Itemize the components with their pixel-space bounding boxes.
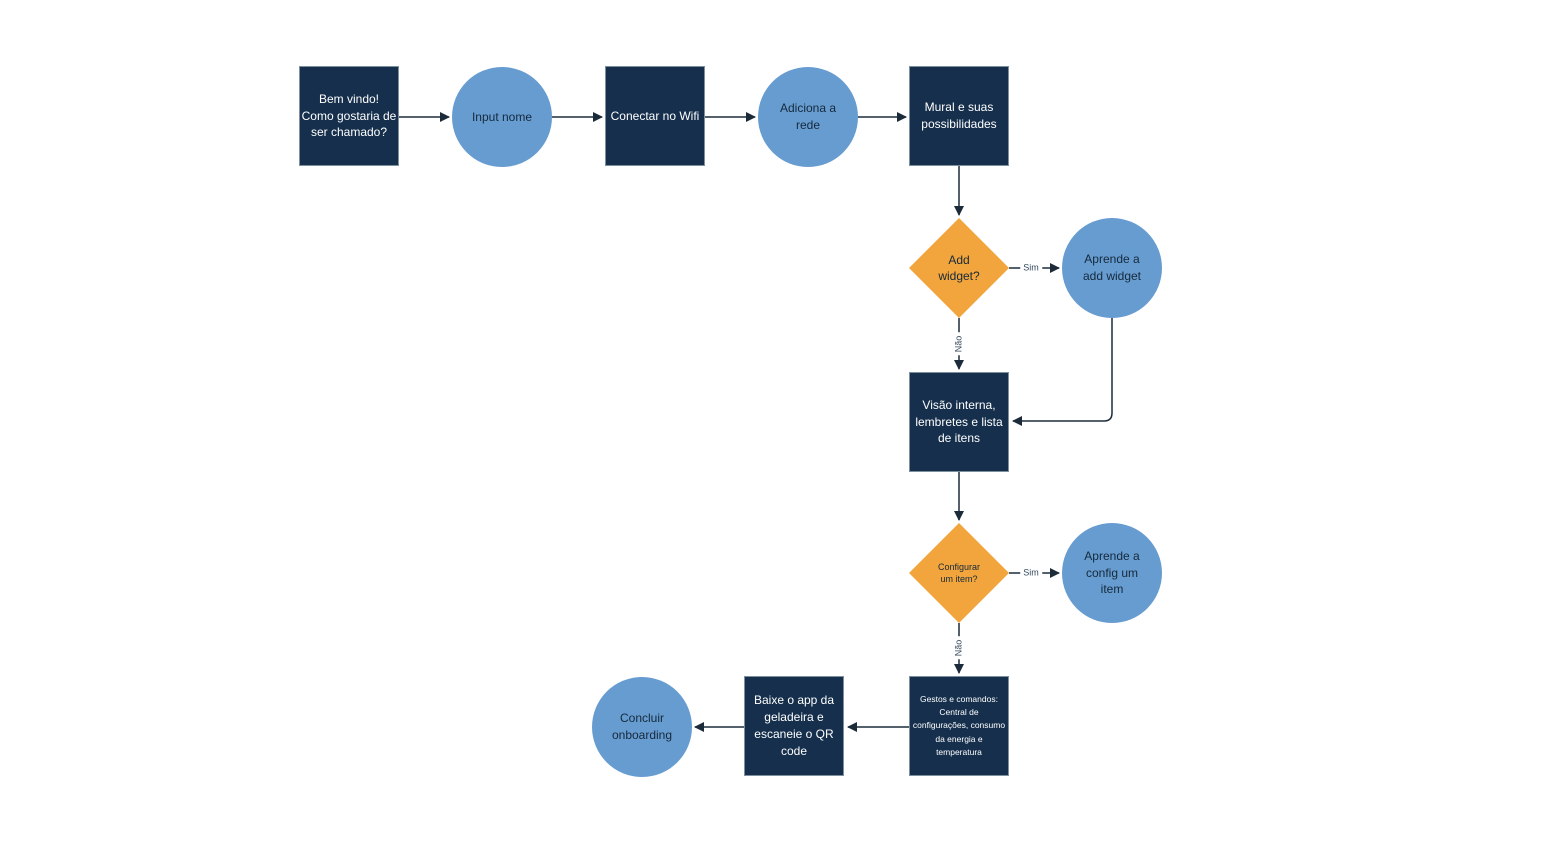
node-gestos-comandos[interactable]: Gestos e comandos: Central de configuraç… bbox=[909, 676, 1009, 776]
node-mural[interactable]: Mural e suas possibilidades bbox=[909, 66, 1009, 166]
edge-label-add-widget-sim: Sim bbox=[1020, 262, 1042, 274]
node-input-nome[interactable]: Input nome bbox=[452, 67, 552, 167]
node-visao-interna[interactable]: Visão interna, lembretes e lista de iten… bbox=[909, 372, 1009, 472]
node-concluir-onboarding[interactable]: Concluir onboarding bbox=[592, 677, 692, 777]
edge-aprende-add-widget-to-visao-interna bbox=[1012, 318, 1113, 426]
node-aprende-config-item[interactable]: Aprende a config um item bbox=[1062, 523, 1162, 623]
node-aprende-add-widget[interactable]: Aprende a add widget bbox=[1062, 218, 1162, 318]
node-adiciona-rede[interactable]: Adiciona a rede bbox=[758, 67, 858, 167]
edge-label-configurar-item-sim: Sim bbox=[1020, 567, 1042, 579]
node-welcome[interactable]: Bem vindo! Como gostaria de ser chamado? bbox=[299, 66, 399, 166]
edge-label-configurar-item-nao: Não bbox=[953, 636, 965, 660]
edge-label-add-widget-nao: Não bbox=[953, 332, 965, 356]
node-conectar-wifi[interactable]: Conectar no Wifi bbox=[605, 66, 705, 166]
node-baixe-app[interactable]: Baixe o app da geladeira e escaneie o QR… bbox=[744, 676, 844, 776]
